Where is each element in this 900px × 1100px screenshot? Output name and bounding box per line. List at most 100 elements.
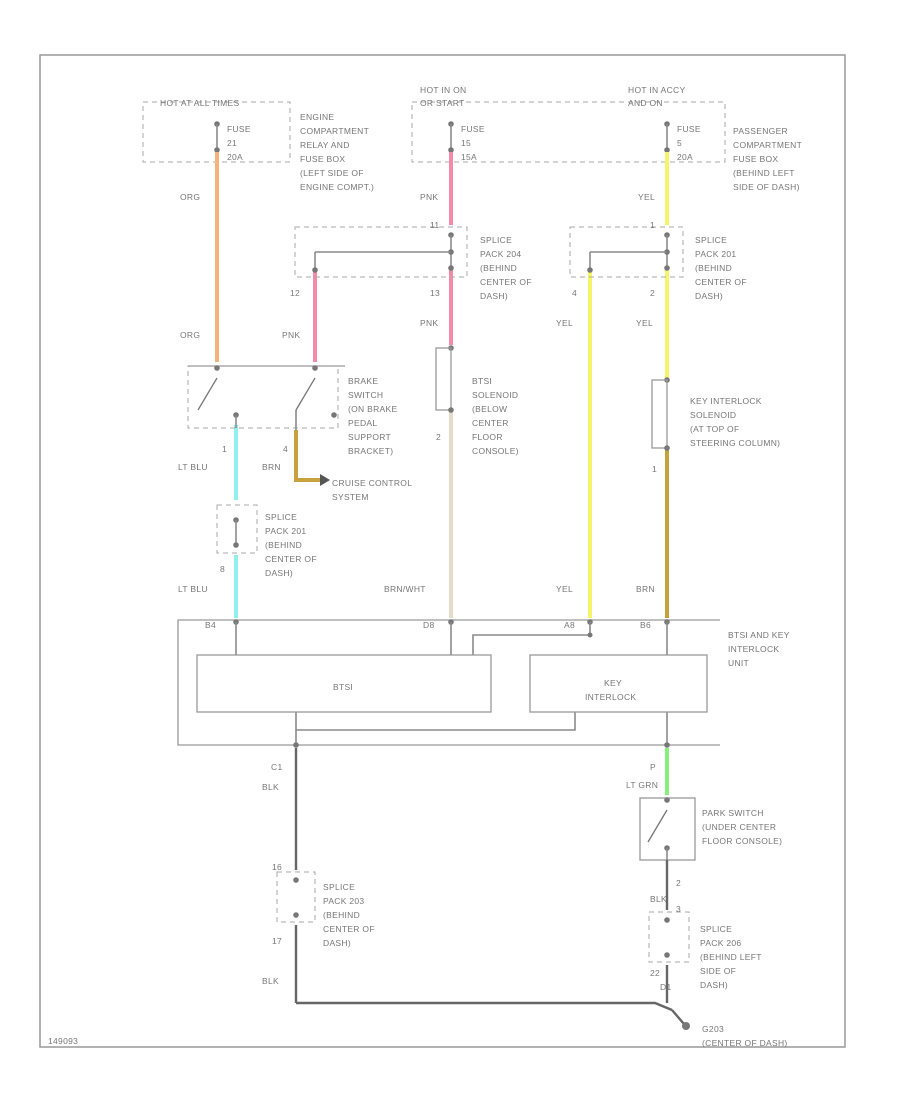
svg-text:FUSE: FUSE	[227, 124, 251, 134]
splice-206-box	[648, 911, 690, 963]
splice-204-pin-left: 12	[290, 288, 300, 298]
splice-201-pin-bottom: 2	[650, 288, 655, 298]
label-ltblu-1: LT BLU	[178, 462, 208, 472]
park-switch	[647, 797, 670, 860]
ground-symbol	[682, 1022, 690, 1030]
label-pnk-1: PNK	[420, 192, 438, 202]
svg-text:SOLENOID: SOLENOID	[472, 390, 518, 400]
btsi-module-label: BTSI	[333, 682, 353, 692]
svg-text:CENTER OF: CENTER OF	[265, 554, 317, 564]
svg-text:21: 21	[227, 138, 237, 148]
svg-text:BRACKET): BRACKET)	[348, 446, 393, 456]
splice-201b-box	[216, 504, 258, 554]
key-interlock-module	[529, 654, 708, 713]
fuse-5: FUSE 5 20A	[664, 121, 701, 162]
brake-switch-box	[187, 365, 339, 429]
svg-text:(BEHIND: (BEHIND	[480, 263, 517, 273]
unit-pin-c1: C1	[271, 762, 282, 772]
splice-203-box	[276, 871, 316, 923]
label-yel-2: YEL	[556, 318, 573, 328]
svg-text:SIDE OF DASH): SIDE OF DASH)	[733, 182, 800, 192]
svg-text:SPLICE: SPLICE	[480, 235, 512, 245]
power-header-2a: HOT IN ON	[420, 85, 466, 95]
svg-text:CRUISE CONTROL: CRUISE CONTROL	[332, 478, 412, 488]
svg-text:CENTER OF: CENTER OF	[480, 277, 532, 287]
svg-text:PEDAL: PEDAL	[348, 418, 377, 428]
power-header-3a: HOT IN ACCY	[628, 85, 685, 95]
svg-text:20A: 20A	[677, 152, 693, 162]
svg-text:BTSI: BTSI	[472, 376, 492, 386]
fuse-box-location-1: ENGINE COMPARTMENT RELAY AND FUSE BOX (L…	[300, 112, 374, 192]
svg-text:SYSTEM: SYSTEM	[332, 492, 369, 502]
unit-outline	[177, 619, 720, 746]
unit-pin-b6: B6	[640, 620, 651, 630]
key-solenoid-pin: 1	[652, 464, 657, 474]
svg-text:DASH): DASH)	[700, 980, 728, 990]
svg-text:STEERING COLUMN): STEERING COLUMN)	[690, 438, 780, 448]
unit-pin-d8: D8	[423, 620, 434, 630]
splice-201-label: SPLICE PACK 201 (BEHIND CENTER OF DASH)	[695, 235, 747, 301]
svg-text:PACK 206: PACK 206	[700, 938, 741, 948]
svg-text:SPLICE: SPLICE	[700, 924, 732, 934]
svg-text:CENTER OF: CENTER OF	[323, 924, 375, 934]
svg-text:PARK SWITCH: PARK SWITCH	[702, 808, 764, 818]
svg-text:(UNDER CENTER: (UNDER CENTER	[702, 822, 776, 832]
park-switch-label: PARK SWITCH (UNDER CENTER FLOOR CONSOLE)	[702, 808, 782, 846]
svg-text:FUSE BOX: FUSE BOX	[733, 154, 778, 164]
svg-text:FUSE BOX: FUSE BOX	[300, 154, 345, 164]
unit-pin-p: P	[650, 762, 656, 772]
svg-text:PACK 201: PACK 201	[265, 526, 306, 536]
power-header-3b: AND ON	[628, 98, 663, 108]
label-yel-4: YEL	[556, 584, 573, 594]
unit-pin-b4: B4	[205, 620, 216, 630]
svg-text:5: 5	[677, 138, 682, 148]
key-interlock-label-2: INTERLOCK	[585, 692, 636, 702]
svg-text:ENGINE: ENGINE	[300, 112, 334, 122]
splice-203	[293, 877, 299, 918]
svg-text:15A: 15A	[461, 152, 477, 162]
svg-text:FUSE: FUSE	[677, 124, 701, 134]
svg-text:(BELOW: (BELOW	[472, 404, 507, 414]
svg-text:(CENTER OF DASH): (CENTER OF DASH)	[702, 1038, 788, 1048]
svg-text:(BEHIND: (BEHIND	[265, 540, 302, 550]
svg-text:PACK 203: PACK 203	[323, 896, 364, 906]
wire-blk-bottom	[296, 1001, 673, 1012]
svg-text:COMPARTMENT: COMPARTMENT	[733, 140, 802, 150]
svg-text:(BEHIND LEFT: (BEHIND LEFT	[700, 952, 762, 962]
svg-text:(BEHIND LEFT: (BEHIND LEFT	[733, 168, 795, 178]
svg-text:BRAKE: BRAKE	[348, 376, 378, 386]
svg-text:CONSOLE): CONSOLE)	[472, 446, 519, 456]
power-header-2b: OR START	[420, 98, 465, 108]
svg-text:FLOOR CONSOLE): FLOOR CONSOLE)	[702, 836, 782, 846]
splice-204-pin-top: 11	[430, 220, 439, 230]
svg-text:PACK 201: PACK 201	[695, 249, 736, 259]
btsi-module	[196, 654, 492, 713]
label-brn-2: BRN	[636, 584, 655, 594]
label-pnk-2: PNK	[282, 330, 300, 340]
fuse-box-location-3: PASSENGER COMPARTMENT FUSE BOX (BEHIND L…	[733, 126, 802, 192]
brake-switch	[197, 365, 337, 430]
splice-201-pin-left: 4	[572, 288, 577, 298]
unit-pin-a8: A8	[564, 620, 575, 630]
cruise-arrow	[320, 474, 330, 486]
svg-text:FUSE: FUSE	[461, 124, 485, 134]
brake-pin-4: 4	[283, 444, 288, 454]
svg-text:SIDE OF: SIDE OF	[700, 966, 736, 976]
brake-pin-1: 1	[222, 444, 227, 454]
label-pnk-3: PNK	[420, 318, 438, 328]
svg-text:SUPPORT: SUPPORT	[348, 432, 391, 442]
svg-text:DASH): DASH)	[480, 291, 508, 301]
svg-text:DASH): DASH)	[265, 568, 293, 578]
unit-connectors	[233, 619, 670, 748]
svg-text:UNIT: UNIT	[728, 658, 749, 668]
fuse-box-right	[411, 101, 726, 163]
svg-text:(LEFT SIDE OF: (LEFT SIDE OF	[300, 168, 364, 178]
svg-text:BTSI AND KEY: BTSI AND KEY	[728, 630, 790, 640]
splice-206-label: SPLICE PACK 206 (BEHIND LEFT SIDE OF DAS…	[700, 924, 762, 990]
splice-201b-label: SPLICE PACK 201 (BEHIND CENTER OF DASH)	[265, 512, 317, 578]
splice-206	[664, 917, 670, 958]
svg-text:SOLENOID: SOLENOID	[690, 410, 736, 420]
svg-text:SPLICE: SPLICE	[323, 882, 355, 892]
diagram-id: 149093	[48, 1036, 78, 1046]
